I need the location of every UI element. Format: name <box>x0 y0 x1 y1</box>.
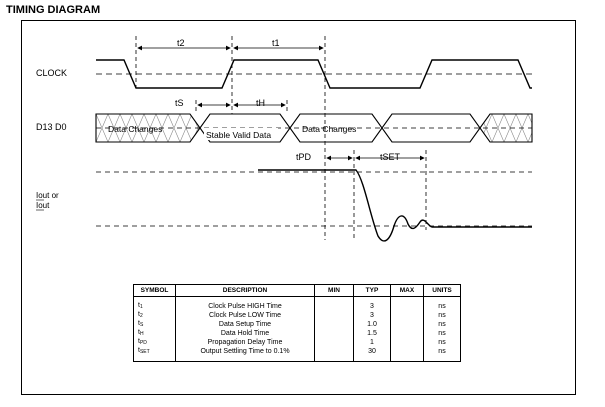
min-cell <box>314 320 354 329</box>
data-changes-label-1: Data Changes <box>108 124 162 134</box>
description-cell: Clock Pulse LOW Time <box>175 311 315 320</box>
iout-waveform <box>258 169 532 242</box>
typ-cell: 1.5 <box>353 329 391 338</box>
min-cell <box>314 296 354 311</box>
symbol-cell: tH <box>133 329 176 338</box>
min-cell <box>314 338 354 347</box>
table-header-row: SYMBOL DESCRIPTION MIN TYP MAX UNITS <box>133 284 461 297</box>
header-description: DESCRIPTION <box>175 284 315 297</box>
typ-cell: 3 <box>353 296 391 311</box>
header-units: UNITS <box>423 284 461 297</box>
th-label: tH <box>256 98 265 108</box>
table-row: t2 Clock Pulse LOW Time 3 ns <box>133 311 461 320</box>
description-cell: Data Hold Time <box>175 329 315 338</box>
diagram-frame <box>21 20 576 395</box>
typ-cell: 1 <box>353 338 391 347</box>
data-bus-label: D13 D0 <box>36 122 67 132</box>
iout-label: Iout or <box>36 191 59 200</box>
typ-cell: 1.0 <box>353 320 391 329</box>
header-min: MIN <box>314 284 354 297</box>
header-symbol: SYMBOL <box>133 284 176 297</box>
table-row: tSET Output Settling Time to 0.1% 30 ns <box>133 347 461 362</box>
description-cell: Data Setup Time <box>175 320 315 329</box>
symbol-cell: t2 <box>133 311 176 320</box>
description-cell: Propagation Delay Time <box>175 338 315 347</box>
header-typ: TYP <box>353 284 391 297</box>
units-cell: ns <box>423 311 461 320</box>
table-row: tPD Propagation Delay Time 1 ns <box>133 338 461 347</box>
timing-guides <box>135 36 427 240</box>
diagram-title: TIMING DIAGRAM <box>6 4 101 16</box>
typ-cell: 30 <box>353 347 391 362</box>
symbol-cell: tS <box>133 320 176 329</box>
units-cell: ns <box>423 320 461 329</box>
data-changes-label-2: Data Changes <box>302 124 356 134</box>
table-row: t1 Clock Pulse HIGH Time 3 ns <box>133 296 461 311</box>
max-cell <box>390 329 424 338</box>
clock-waveform <box>96 59 532 89</box>
iout-bar-label: Iout <box>36 201 50 210</box>
clock-label: CLOCK <box>36 68 67 78</box>
units-cell: ns <box>423 347 461 362</box>
symbol-cell: t1 <box>133 296 176 311</box>
header-max: MAX <box>390 284 424 297</box>
description-cell: Clock Pulse HIGH Time <box>175 296 315 311</box>
units-cell: ns <box>423 338 461 347</box>
symbol-cell: tPD <box>133 338 176 347</box>
max-cell <box>390 338 424 347</box>
min-cell <box>314 347 354 362</box>
tset-label: tSET <box>380 152 401 162</box>
t1-label: t1 <box>272 38 280 48</box>
typ-cell: 3 <box>353 311 391 320</box>
description-cell: Output Settling Time to 0.1% <box>175 347 315 362</box>
stable-label-bg <box>204 128 278 140</box>
units-cell: ns <box>423 329 461 338</box>
ts-label: tS <box>175 98 184 108</box>
table-row: tS Data Setup Time 1.0 ns <box>133 320 461 329</box>
max-cell <box>390 347 424 362</box>
max-cell <box>390 320 424 329</box>
units-cell: ns <box>423 296 461 311</box>
max-cell <box>390 311 424 320</box>
min-cell <box>314 329 354 338</box>
table-row: tH Data Hold Time 1.5 ns <box>133 329 461 338</box>
t2-label: t2 <box>177 38 185 48</box>
max-cell <box>390 296 424 311</box>
timing-parameters-table: SYMBOL DESCRIPTION MIN TYP MAX UNITS t1 … <box>133 284 461 362</box>
symbol-cell: tSET <box>133 347 176 362</box>
tpd-label: tPD <box>296 152 312 162</box>
min-cell <box>314 311 354 320</box>
stable-valid-data-label: Stable Valid Data <box>206 130 271 140</box>
